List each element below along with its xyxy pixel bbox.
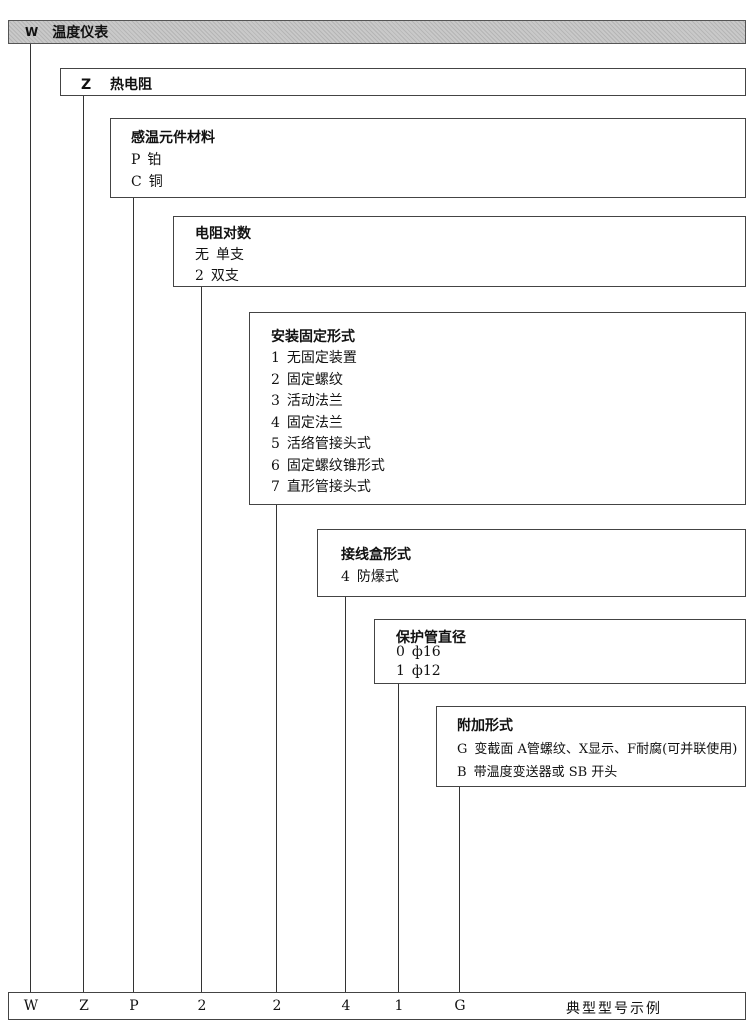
example-code: 4 bbox=[341, 998, 351, 1014]
option-text: 活动法兰 bbox=[286, 393, 343, 409]
option-code: 7 bbox=[271, 479, 280, 495]
example-model-bar: W Z P 2 2 4 1 G 典型型号示例 bbox=[8, 992, 746, 1020]
option-code: P bbox=[131, 152, 141, 168]
section-title: 感温元件材料 bbox=[131, 130, 215, 146]
option-code: G bbox=[457, 742, 468, 757]
example-code: 2 bbox=[272, 998, 282, 1014]
option-item: 0 ф16 bbox=[375, 644, 441, 660]
option-text: 活络管接头式 bbox=[286, 436, 371, 452]
section-resistor-pairs: 电阻对数 无单支 2 双支 bbox=[173, 216, 746, 287]
option-text: 直形管接头式 bbox=[286, 479, 371, 495]
option-code: 1 bbox=[396, 663, 405, 679]
option-item: 3 活动法兰 bbox=[250, 390, 343, 410]
option-item: 4 固定法兰 bbox=[250, 412, 343, 432]
option-item: 2 双支 bbox=[174, 265, 239, 285]
option-text: ф12 bbox=[411, 663, 441, 679]
option-text: 铜 bbox=[148, 174, 163, 190]
option-code: C bbox=[131, 174, 142, 190]
option-code: 6 bbox=[271, 458, 280, 474]
option-item: 4 防爆式 bbox=[318, 566, 399, 586]
option-code: 5 bbox=[271, 436, 280, 452]
header-label: 温度仪表 bbox=[52, 25, 109, 41]
option-text: 固定法兰 bbox=[286, 415, 343, 431]
option-item: 1 ф12 bbox=[375, 663, 441, 679]
option-text: 固定螺纹锥形式 bbox=[286, 458, 385, 474]
option-item: B 带温度变送器或 SB 开头 bbox=[437, 761, 617, 780]
option-text: 无固定装置 bbox=[286, 350, 357, 366]
example-code: W bbox=[23, 998, 39, 1014]
connector-line-w bbox=[30, 44, 31, 992]
option-code: 无 bbox=[195, 247, 209, 263]
section-additional-features: 附加形式 G 变截面 A管螺纹、X显示、F耐腐(可并联使用) B 带温度变送器或 S… bbox=[436, 706, 746, 787]
option-text: 防爆式 bbox=[356, 569, 399, 585]
option-item: 6 固定螺纹锥形式 bbox=[250, 455, 385, 475]
option-code: 3 bbox=[271, 393, 280, 409]
option-text: 单支 bbox=[216, 247, 244, 263]
option-text: 变截面 A管螺纹、X显示、F耐腐(可并联使用) bbox=[474, 742, 738, 757]
section-protection-tube-diameter: 保护管直径 0 ф16 1 ф12 bbox=[374, 619, 746, 684]
connector-line-resistor-pairs bbox=[201, 287, 202, 992]
option-item: G 变截面 A管螺纹、X显示、F耐腐(可并联使用) bbox=[437, 738, 737, 757]
option-code: 1 bbox=[271, 350, 280, 366]
example-label: 典型型号示例 bbox=[566, 1001, 662, 1017]
header-bar: W 温度仪表 bbox=[8, 20, 746, 44]
option-text: 固定螺纹 bbox=[286, 372, 343, 388]
option-text: 铂 bbox=[147, 152, 162, 168]
connector-line-material bbox=[133, 198, 134, 992]
option-code: 4 bbox=[341, 569, 350, 585]
section-code: Z bbox=[81, 77, 92, 93]
connector-line-additional bbox=[459, 787, 460, 992]
example-code: Z bbox=[79, 998, 89, 1014]
connector-line-junction-box bbox=[345, 597, 346, 992]
connector-line-mounting bbox=[276, 505, 277, 992]
connector-line-tube-diameter bbox=[398, 684, 399, 992]
option-item: 2 固定螺纹 bbox=[250, 369, 343, 389]
option-item: 5 活络管接头式 bbox=[250, 433, 371, 453]
option-text: 带温度变送器或 SB 开头 bbox=[473, 765, 618, 780]
section-title: 安装固定形式 bbox=[271, 329, 355, 345]
option-item: 无单支 bbox=[174, 244, 244, 264]
section-thermal-resistor: Z 热电阻 bbox=[60, 68, 746, 96]
option-code: 2 bbox=[195, 268, 204, 284]
option-item: 7 直形管接头式 bbox=[250, 476, 371, 496]
section-title: 保护管直径 bbox=[396, 630, 466, 646]
section-title: 附加形式 bbox=[457, 718, 513, 734]
option-item: 1 无固定装置 bbox=[250, 347, 357, 367]
section-thermal-resistor-heading: Z 热电阻 bbox=[81, 74, 745, 94]
example-code: 1 bbox=[394, 998, 404, 1014]
example-code: 2 bbox=[197, 998, 207, 1014]
option-text: 双支 bbox=[210, 268, 239, 284]
section-title: 接线盒形式 bbox=[341, 547, 411, 563]
option-code: 0 bbox=[396, 644, 405, 660]
option-code: B bbox=[457, 765, 467, 780]
option-code: 2 bbox=[271, 372, 280, 388]
option-code: 4 bbox=[271, 415, 280, 431]
section-junction-box: 接线盒形式 4 防爆式 bbox=[317, 529, 746, 597]
header-code: W bbox=[25, 25, 39, 39]
example-code: G bbox=[454, 998, 466, 1014]
connector-line-z bbox=[83, 95, 84, 992]
option-text: ф16 bbox=[411, 644, 441, 660]
section-title: 电阻对数 bbox=[195, 226, 251, 242]
section-title: 热电阻 bbox=[110, 77, 153, 93]
example-code: P bbox=[129, 998, 139, 1014]
